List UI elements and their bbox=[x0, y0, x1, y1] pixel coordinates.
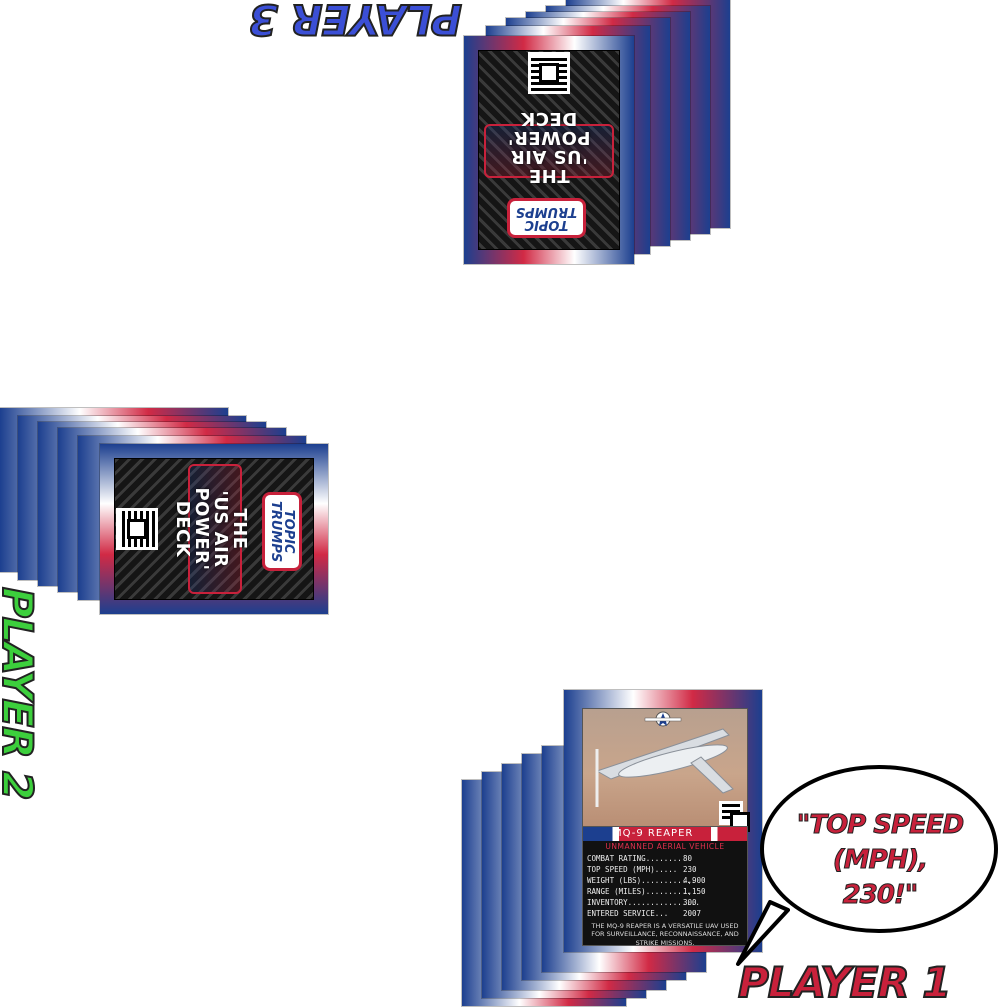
stat-label: ENTERED SERVICE... bbox=[587, 909, 669, 918]
speech-bubble-text: "TOP SPEED (MPH), 230!" bbox=[796, 809, 964, 911]
stat-row[interactable]: TOP SPEED (MPH)..... 230 bbox=[587, 865, 743, 874]
player3-deck[interactable]: THE 'US AIR POWER' DECK TOPIC TRUMPS bbox=[460, 0, 740, 265]
player2-deck[interactable]: THE 'US AIR POWER' DECK TOPIC TRUMPS bbox=[0, 408, 330, 614]
card-info-panel: MQ-9 REAPER UNMANNED AERIAL VEHICLE COMB… bbox=[582, 826, 748, 947]
stat-value: 80 bbox=[683, 854, 693, 863]
stat-row[interactable]: WEIGHT (LBS)............4,900 bbox=[587, 876, 743, 885]
qr-code-icon bbox=[528, 52, 570, 94]
stat-value: 4,900 bbox=[683, 876, 706, 885]
stat-value: 1,150 bbox=[683, 887, 706, 896]
player2-label: PLAYER 2 bbox=[0, 586, 43, 801]
card-category: UNMANNED AERIAL VEHICLE bbox=[605, 842, 725, 851]
stat-value: 230 bbox=[683, 865, 697, 874]
player3-top-card[interactable]: THE 'US AIR POWER' DECK TOPIC TRUMPS bbox=[464, 36, 634, 264]
qr-code-icon bbox=[719, 801, 750, 832]
deck-title: THE 'US AIR POWER' DECK bbox=[172, 487, 250, 571]
stat-value: 300 bbox=[683, 898, 697, 907]
player2-top-card[interactable]: THE 'US AIR POWER' DECK TOPIC TRUMPS bbox=[100, 444, 328, 614]
deck-title: THE 'US AIR POWER' DECK bbox=[507, 108, 591, 186]
stat-label: RANGE (MILES).......... bbox=[587, 887, 691, 896]
card-name-banner: MQ-9 REAPER bbox=[583, 827, 747, 841]
aircraft-photo bbox=[582, 708, 750, 832]
stat-value: 2007 bbox=[683, 909, 702, 918]
player1-label: PLAYER 1 bbox=[737, 957, 953, 1007]
stat-row[interactable]: ENTERED SERVICE... 2007 bbox=[587, 909, 743, 918]
reaper-drone-icon bbox=[595, 711, 734, 807]
speech-bubble bbox=[760, 765, 998, 933]
speech-bubble-tail bbox=[736, 900, 790, 966]
stat-row[interactable]: COMBAT RATING........80 bbox=[587, 854, 743, 863]
stat-label: WEIGHT (LBS)............ bbox=[587, 876, 696, 885]
player2-card-face: THE 'US AIR POWER' DECK TOPIC TRUMPS bbox=[100, 444, 328, 614]
topic-trumps-logo: TOPIC TRUMPS bbox=[506, 198, 586, 238]
stat-row[interactable]: RANGE (MILES)..........1,150 bbox=[587, 887, 743, 896]
qr-code-icon bbox=[116, 508, 158, 550]
stat-label: TOP SPEED (MPH)..... bbox=[587, 865, 678, 874]
player3-label: PLAYER 3 bbox=[248, 0, 463, 45]
card-description: THE MQ-9 REAPER IS A VERSATILE UAV USED … bbox=[591, 922, 739, 947]
stat-label: INVENTORY................ bbox=[587, 898, 700, 907]
topic-trumps-logo: TOPIC TRUMPS bbox=[262, 492, 302, 572]
stat-label: COMBAT RATING........ bbox=[587, 854, 682, 863]
card-name: MQ-9 REAPER bbox=[613, 828, 694, 839]
stat-row[interactable]: INVENTORY................300 bbox=[587, 898, 743, 907]
